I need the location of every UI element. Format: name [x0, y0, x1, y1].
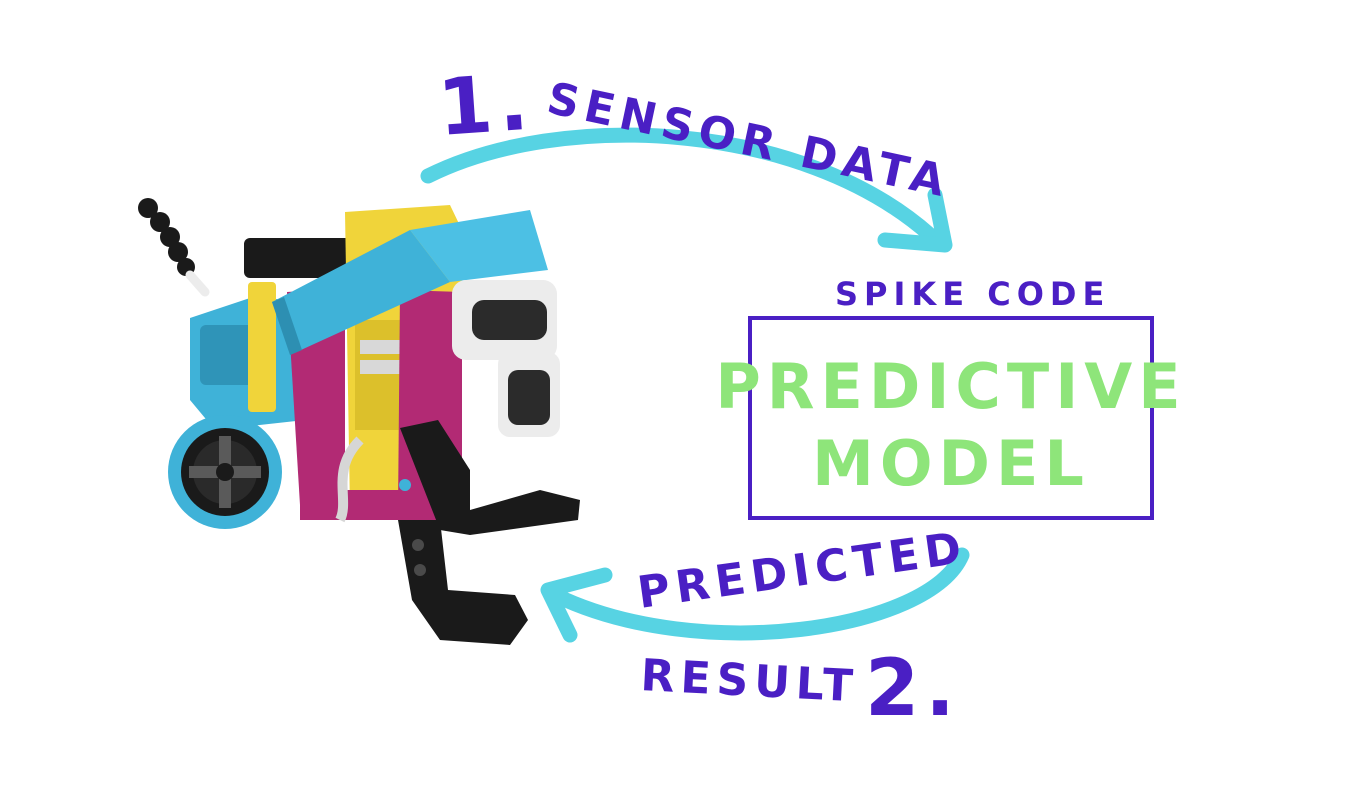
model-title-line1: PREDICTIVE: [715, 350, 1186, 423]
step1-number: 1.: [435, 57, 537, 153]
spike-code-caption: SPIKE CODE: [835, 275, 1110, 313]
sensor-data-arrowhead: [877, 187, 953, 253]
predictive-model-box: [748, 316, 1154, 520]
step2-label-line2: RESULT: [639, 650, 859, 712]
predicted-result-arrowhead: [540, 567, 613, 643]
step2-label-line1: PREDICTED: [634, 522, 970, 619]
step2-number: 2.: [865, 644, 961, 734]
model-title-line2: MODEL: [812, 427, 1090, 500]
sensor-data-arrow: [420, 127, 938, 243]
robot-icon: [138, 198, 580, 645]
predicted-result-arrow: [547, 547, 970, 641]
